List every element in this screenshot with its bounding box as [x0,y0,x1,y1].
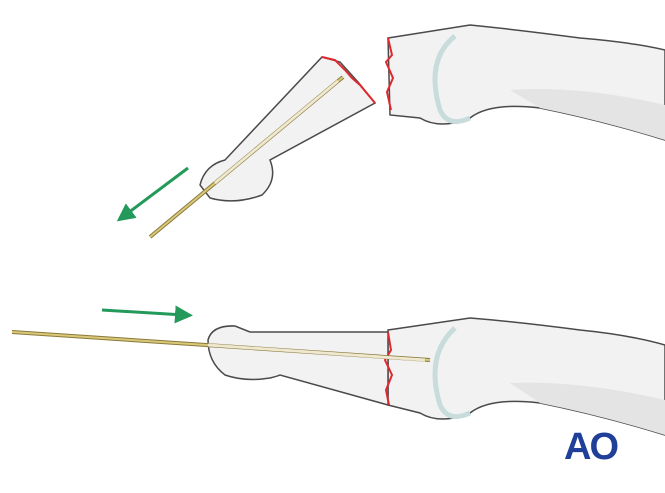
fracture-surface-top [321,56,376,104]
ao-logo: AO [564,426,619,468]
bottom-panel [11,305,665,436]
joint-head-top [432,34,472,125]
distal-fragment-bottom [207,325,389,406]
arrow-right [101,305,193,324]
fracture-line-bottom [383,331,394,406]
arrow-down-left [116,166,189,222]
fracture-line-top [384,37,395,111]
distal-fragment-top [199,56,377,202]
joint-head-bottom [432,326,472,420]
top-panel [116,24,665,239]
